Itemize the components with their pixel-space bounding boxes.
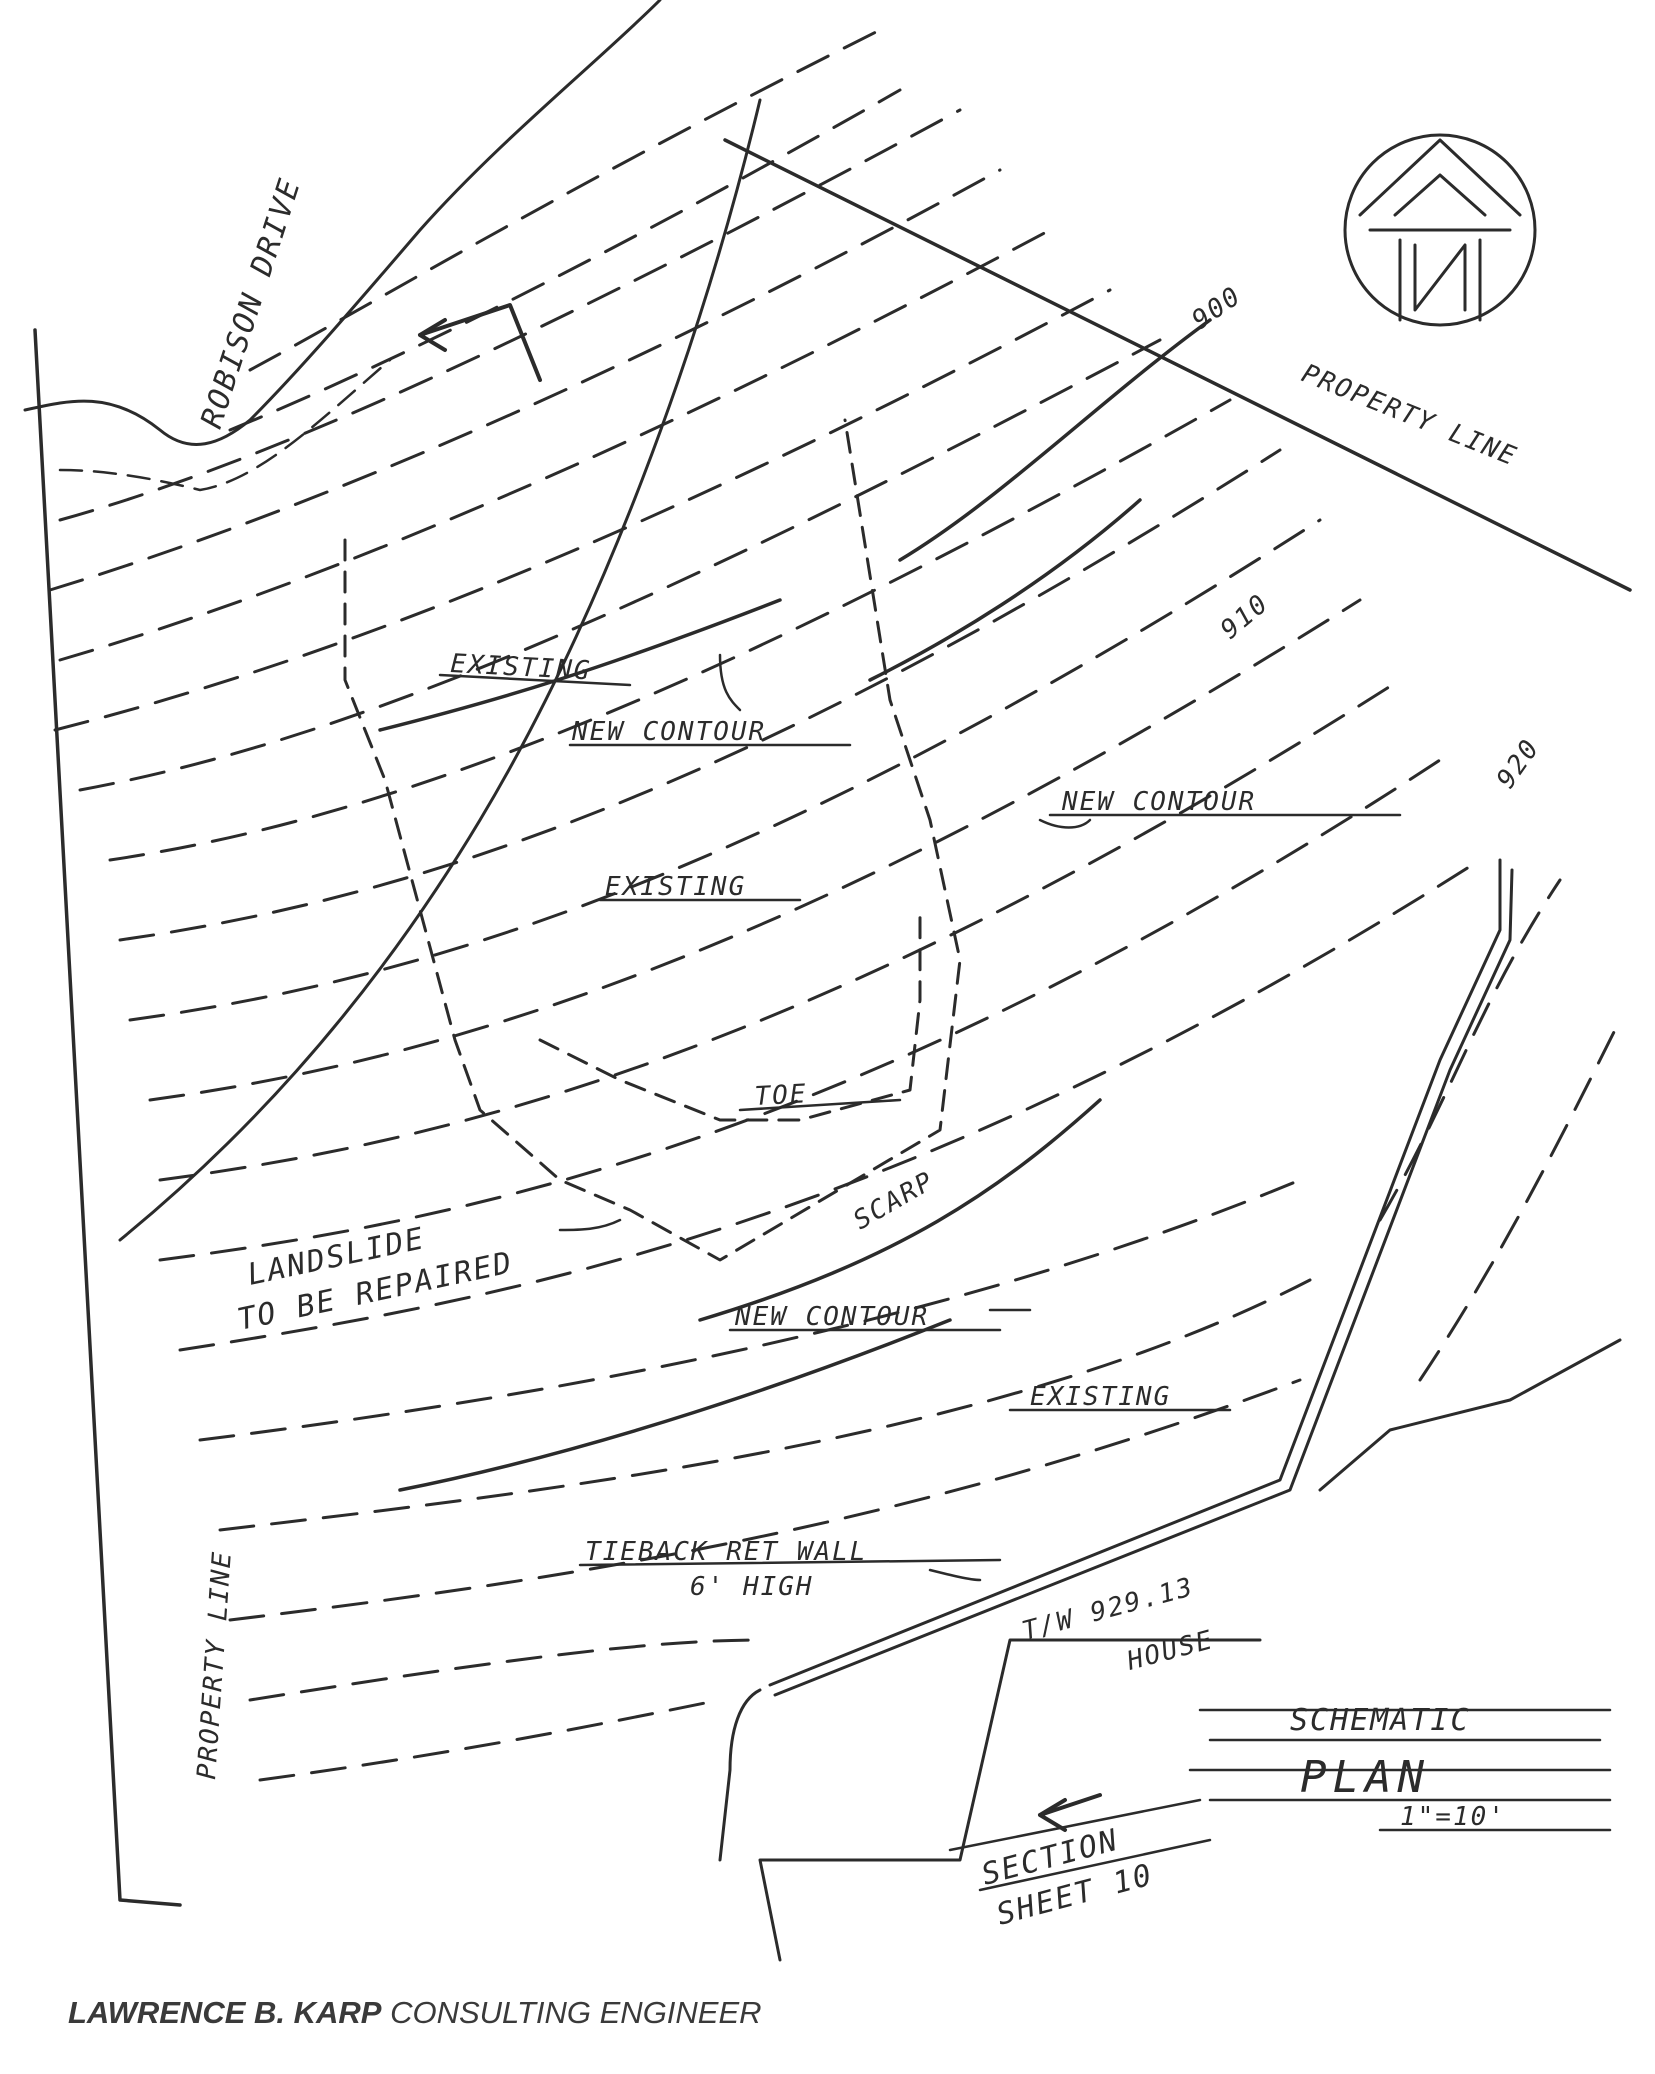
house-outline: [758, 1638, 1262, 1962]
existing-label-2: EXISTING: [605, 872, 746, 902]
robison-drive-edge-dashed: [58, 358, 392, 492]
engineer-name: LAWRENCE B. KARP: [68, 1995, 382, 2030]
north-letter: N: [1440, 289, 1443, 291]
existing-label-1: EXISTING: [450, 649, 593, 686]
new-contour-label-2: NEW CONTOUR: [1061, 787, 1256, 817]
house-label: HOUSE: [1123, 1625, 1217, 1677]
section-arrow-top-icon: [418, 303, 542, 382]
engineer-title: CONSULTING ENGINEER: [390, 1995, 762, 2030]
landslide-boundary[interactable]: [343, 418, 962, 1262]
property-line-top-label: PROPERTY LINE: [1297, 359, 1521, 473]
landslide-inner-toe: [538, 908, 922, 1122]
tieback-label-line2: 6' HIGH: [690, 1572, 814, 1602]
robison-drive-label: ROBISON DRIVE: [194, 174, 308, 433]
footer-credit: LAWRENCE B. KARP CONSULTING ENGINEER: [68, 1995, 762, 2031]
toe-label: TOE: [754, 1079, 808, 1112]
property-line-left-label: PROPERTY LINE: [192, 1549, 238, 1780]
north-arrow-icon: [1343, 133, 1537, 327]
contour-920-label: 920: [1491, 733, 1546, 794]
robison-drive-edge: [23, 0, 662, 446]
property-lines: [33, 138, 1632, 1907]
existing-contours: [48, 28, 1622, 1782]
baseline: [118, 98, 762, 1242]
tieback-label-line1: TIEBACK RET WALL: [585, 1537, 867, 1567]
scale-label: 1"=10': [1400, 1802, 1506, 1832]
contour-900-label: 900: [1187, 281, 1248, 336]
tieback-retaining-wall[interactable]: [718, 858, 1514, 1862]
plan-label: PLAN: [1300, 1752, 1430, 1803]
existing-label-3: EXISTING: [1030, 1382, 1171, 1412]
house-outline-right: [1318, 1338, 1622, 1492]
new-contour-label-1: NEW CONTOUR: [571, 717, 766, 747]
schematic-label: SCHEMATIC: [1290, 1703, 1471, 1738]
label-underlines: [438, 673, 1612, 1892]
contour-910-label: 910: [1215, 588, 1275, 645]
new-contour-label-3: NEW CONTOUR: [734, 1302, 929, 1332]
leader-lines: [558, 653, 1092, 1582]
section-arrow-icon: [1038, 1793, 1102, 1832]
